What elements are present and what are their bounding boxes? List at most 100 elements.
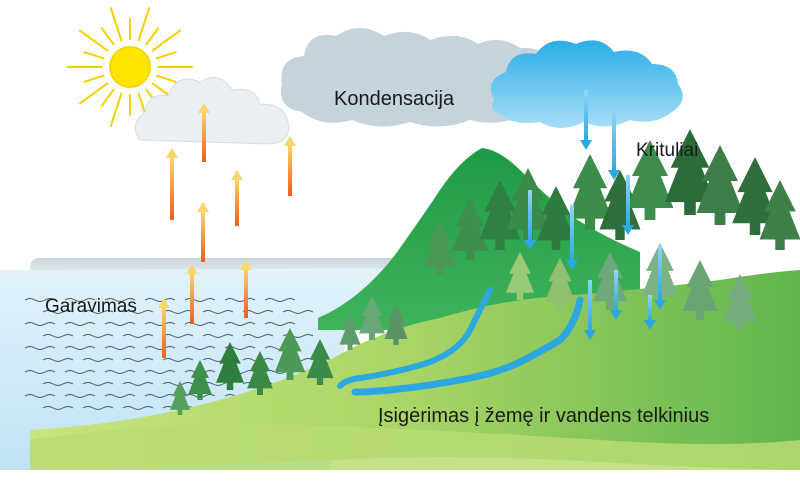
tree-icon [723,274,757,330]
tree-icon [759,180,800,250]
wave-line [202,334,234,338]
meadow [30,270,800,470]
wave-line [144,322,176,326]
tree-icon [682,260,718,320]
wave-line [64,322,96,326]
wave-line [184,346,216,350]
arrow-down-icon [614,270,618,312]
wave-line [202,310,234,314]
wave-line [64,346,96,350]
wave-line [42,334,74,338]
label-evaporation: Garavimas [45,296,137,317]
arrow-up-icon [244,268,248,318]
water-waves [24,298,314,410]
wave-line [82,310,114,314]
arrow-down-icon [570,205,574,262]
label-infiltration: Įsigėrimas į žemę ir vandens telkinius [378,405,710,427]
arrow-up-icon [235,178,239,226]
wave-line [122,406,154,410]
arrow-up-icon [166,148,178,158]
wave-line [282,310,314,314]
tree-icon [537,186,575,250]
cloud-icon [134,77,290,145]
wave-line [122,310,154,314]
arrow-down-icon [528,190,532,242]
wave-line [42,310,74,314]
cloud-icon [280,28,564,127]
arrow-up-icon [202,111,206,162]
arrow-down-icon [644,320,656,330]
wave-line [162,358,194,362]
forest [170,129,800,415]
river-icon [337,287,584,396]
tree-icon [424,221,456,275]
label-condensation: Kondensacija [334,88,455,110]
tree-icon [479,180,521,250]
wave-line [24,394,56,398]
wave-line [42,382,74,386]
wave-line [82,358,114,362]
arrow-down-icon [608,170,620,180]
label-precipitation: Krituliai [636,140,699,161]
wave-line [104,394,136,398]
arrow-up-icon [186,264,198,274]
wave-line [264,298,296,302]
arrow-down-icon [658,245,662,302]
wave-line [144,394,176,398]
wave-line [82,334,114,338]
wave-line [64,298,96,302]
tree-icon [626,140,674,220]
wave-line [24,298,56,302]
tree-icon [215,342,245,390]
arrow-up-icon [190,272,194,324]
wave-line [224,298,256,302]
wave-line [144,370,176,374]
wave-line [42,358,74,362]
wave-line [64,370,96,374]
wave-line [104,298,136,302]
arrow-down-icon [584,90,588,142]
tree-icon [339,314,361,350]
arrow-up-icon [201,210,205,262]
tree-icon [696,145,744,225]
wave-line [162,310,194,314]
tree-icon [505,252,535,300]
wave-line [144,346,176,350]
wave-line [242,334,274,338]
wave-line [122,334,154,338]
wave-line [144,298,176,302]
tree-icon [593,252,627,310]
arrow-up-icon [231,170,243,180]
wave-line [24,346,56,350]
wave-line [162,334,194,338]
arrow-down-icon [610,310,622,320]
tree-icon [664,129,716,215]
arrow-up-icon [158,298,170,308]
tree-icon [384,305,408,345]
wave-line [224,322,256,326]
wave-line [24,322,56,326]
tree-icon [306,339,334,385]
wave-line [264,322,296,326]
arrow-down-icon [622,225,634,235]
wave-line [122,382,154,386]
arrow-down-icon [580,140,592,150]
arrow-up-icon [197,202,209,212]
foreground-ground [30,424,800,470]
arrow-up-icon [198,103,210,113]
wave-line [64,394,96,398]
tree-icon [188,360,212,400]
evaporation-arrows [158,103,296,358]
tree-icon [274,328,306,380]
arrow-up-icon [288,144,292,196]
tree-icon [544,258,576,310]
wave-line [42,406,74,410]
arrow-down-icon [584,330,596,340]
tree-icon [599,170,641,240]
wave-line [104,322,136,326]
wave-line [82,382,114,386]
precipitation-arrows [524,90,666,340]
arrow-down-icon [524,240,536,250]
